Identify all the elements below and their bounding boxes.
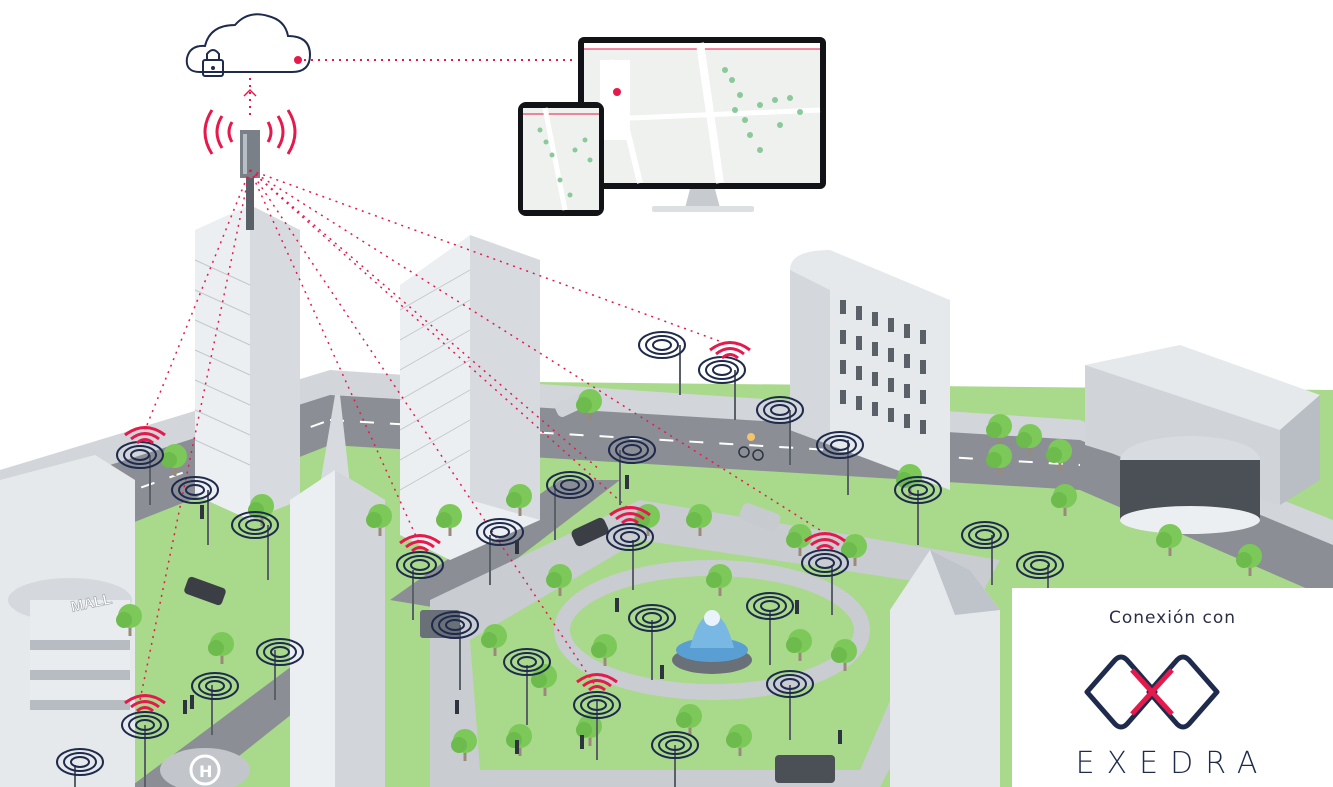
mall-building xyxy=(0,455,135,787)
cloud-icon xyxy=(185,13,312,73)
brand-wordmark: EXEDRA xyxy=(1075,746,1270,781)
brand-caption: Conexión con xyxy=(1108,608,1237,628)
conference-center-building xyxy=(1085,345,1320,534)
vehicles xyxy=(184,393,835,783)
exedra-logo-icon xyxy=(1084,654,1220,730)
cell-tower-icon xyxy=(240,130,260,230)
main-skyscraper xyxy=(194,205,300,520)
right-foreground-building xyxy=(890,550,1000,787)
mid-tower-building xyxy=(399,235,540,560)
fountain-icon xyxy=(672,610,752,674)
signal-links xyxy=(139,169,821,701)
cyclist xyxy=(738,433,764,461)
wireless-signal-icon xyxy=(203,109,297,155)
desktop-monitor-icon xyxy=(578,37,826,212)
pedestrians xyxy=(183,475,842,754)
brand-panel: Conexión con EXEDRA xyxy=(1012,588,1333,787)
tablet-icon xyxy=(518,102,604,216)
spire-tower xyxy=(290,395,385,787)
round-office-building xyxy=(790,250,950,490)
helipad-letter: H xyxy=(199,762,212,781)
helipad xyxy=(160,748,250,787)
lock-icon xyxy=(202,49,224,77)
